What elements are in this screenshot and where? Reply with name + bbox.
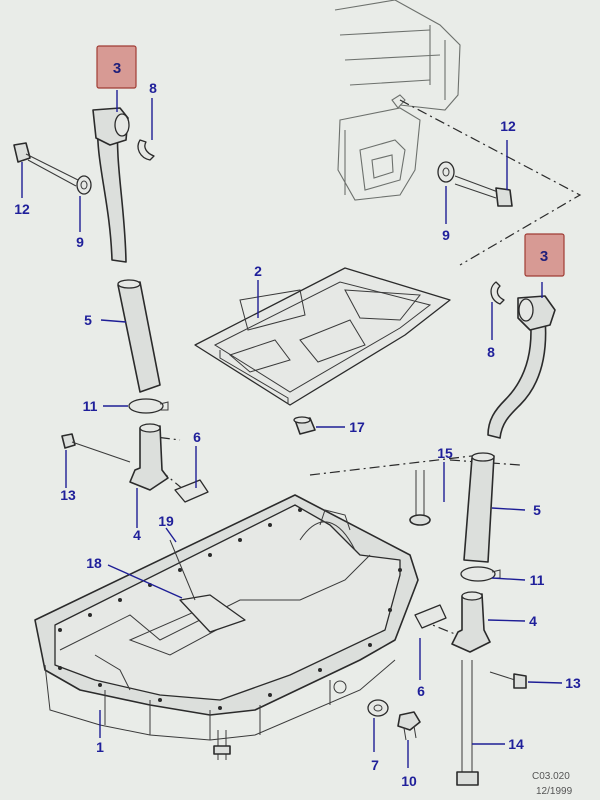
snap-ring-left	[137, 139, 155, 161]
label-washer-right[interactable]: 9	[442, 227, 450, 243]
bolt-mid	[409, 470, 431, 526]
bolt-top-right	[454, 175, 513, 207]
label-washer-left[interactable]: 9	[76, 234, 84, 250]
label-clamp-left[interactable]: 11	[83, 398, 98, 414]
label-bolt-top-left[interactable]: 12	[14, 201, 30, 217]
pipe-right-highlight-box[interactable]	[524, 233, 565, 277]
hose-clamp-right	[460, 566, 501, 582]
hose-right	[463, 452, 495, 563]
oil-pipe-left	[92, 107, 130, 263]
label-bracket-right[interactable]: 4	[529, 613, 537, 629]
label-clip-right[interactable]: 6	[417, 683, 425, 699]
washer-left	[76, 175, 92, 195]
label-clip-left[interactable]: 6	[193, 429, 201, 445]
label-drain-plug[interactable]: 10	[401, 773, 417, 789]
hose-left	[117, 279, 161, 393]
label-pan[interactable]: 1	[96, 739, 104, 755]
pipe-bracket-right	[451, 591, 491, 653]
label-nut[interactable]: 17	[349, 419, 365, 435]
pipe-clip-right	[414, 604, 447, 629]
label-bolt-top-right[interactable]: 12	[500, 118, 516, 134]
label-bracket-left[interactable]: 4	[133, 527, 141, 543]
oil-baffle	[179, 594, 246, 633]
leader-lines	[21, 90, 563, 768]
label-pipe-top[interactable]: 3	[113, 60, 121, 77]
pan-bolt-holes	[58, 508, 402, 710]
label-gasket[interactable]: 2	[254, 263, 262, 279]
label-hose-left[interactable]: 5	[84, 312, 92, 328]
figure-code: C03.020	[532, 771, 570, 782]
label-strainer[interactable]: 19	[158, 513, 174, 529]
label-washer[interactable]: 7	[371, 757, 379, 773]
label-clamp-right[interactable]: 11	[530, 572, 545, 588]
label-bolt-long[interactable]: 14	[508, 736, 524, 752]
label-pipe-right[interactable]: 3	[540, 248, 548, 265]
oil-pan	[34, 494, 419, 741]
label-ring-left[interactable]: 8	[149, 80, 157, 96]
label-bolt-right[interactable]: 13	[565, 675, 581, 691]
oil-strainer	[169, 539, 196, 601]
sealing-washer	[367, 699, 389, 717]
bolt-right	[489, 671, 527, 689]
oil-pipe-right	[487, 295, 556, 439]
bolt-left	[61, 433, 131, 463]
part-labels: 3 3 8 12 9 5 11 13 4 6 19 18 2 17 1 12 9…	[14, 60, 581, 789]
snap-ring-right	[490, 281, 505, 305]
drain-plug	[397, 711, 421, 741]
label-hose-right[interactable]: 5	[533, 502, 541, 518]
washer-right	[437, 161, 455, 183]
label-baffle[interactable]: 18	[86, 555, 102, 571]
oil-pan-gasket	[194, 267, 451, 406]
bolt-top-left	[13, 142, 79, 187]
label-bolt-mid[interactable]: 15	[437, 445, 453, 461]
engine-block-outline	[334, 0, 461, 201]
figure-date: 12/1999	[536, 786, 573, 797]
bolt-bottom	[213, 730, 231, 760]
label-ring-right[interactable]: 8	[487, 344, 495, 360]
label-bolt-left[interactable]: 13	[60, 487, 76, 503]
bolt-long	[456, 660, 479, 786]
hose-clamp-left	[128, 398, 169, 414]
pipe-bracket-left	[129, 423, 169, 491]
nut	[293, 416, 316, 435]
pipe-top-highlight-box[interactable]	[96, 45, 137, 89]
pipe-clip-left	[174, 479, 209, 503]
